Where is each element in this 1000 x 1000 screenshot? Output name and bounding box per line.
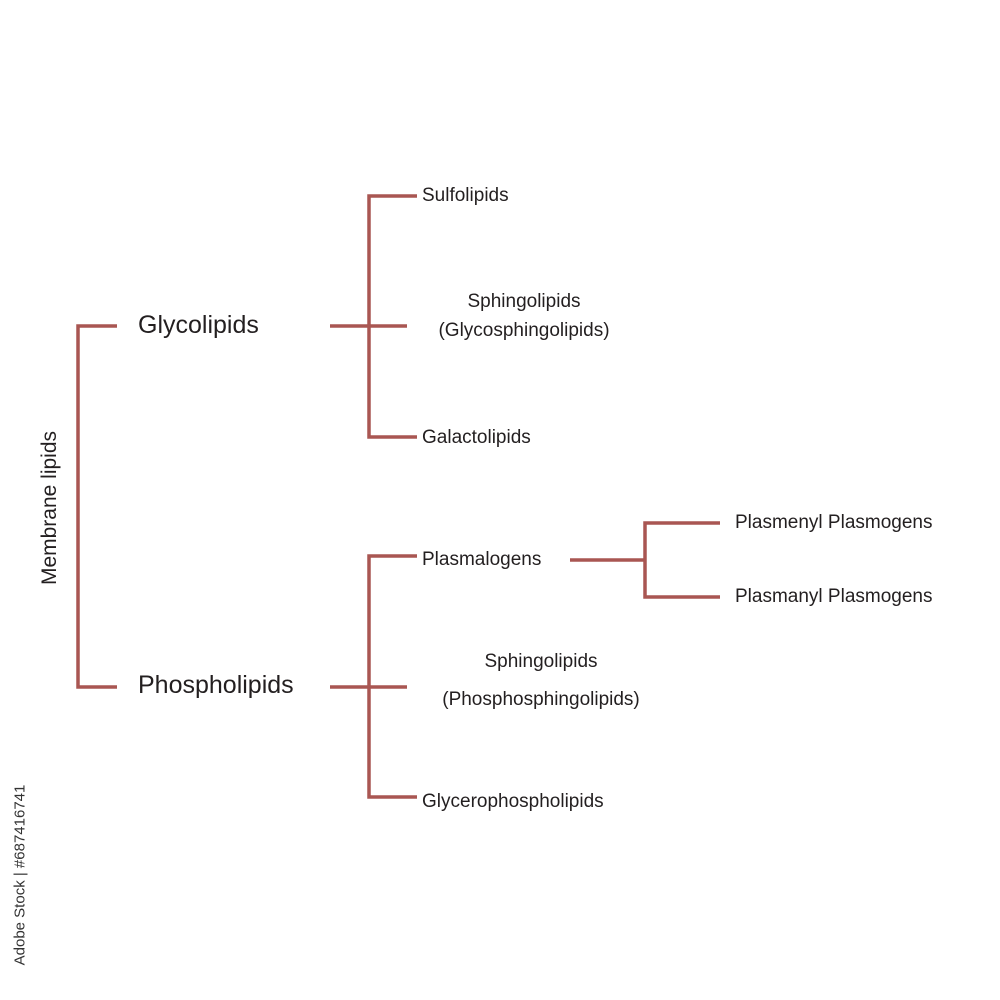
node-glyco-sphingolipids: Sphingolipids <box>467 291 581 312</box>
node-plasmalogens: Plasmalogens <box>422 549 542 570</box>
node-galactolipids: Galactolipids <box>422 427 531 448</box>
node-phospho-sphingolipids-sublabel: (Phosphosphingolipids) <box>442 689 640 710</box>
node-glycerophospholipids: Glycerophospholipids <box>422 791 604 812</box>
node-plasmanyl-plasmogens: Plasmanyl Plasmogens <box>735 586 933 607</box>
node-sulfolipids: Sulfolipids <box>422 185 509 206</box>
stock-watermark-text: Adobe Stock | #687416741 <box>11 784 29 966</box>
root-bracket-line <box>76 324 117 689</box>
root-label-membrane-lipids: Membrane lipids <box>38 430 61 586</box>
node-phospho-sphingolipids: Sphingolipids <box>484 651 598 672</box>
node-glycolipids: Glycolipids <box>138 311 259 339</box>
phospholipids-bracket-line <box>367 554 417 799</box>
node-glyco-sphingolipids-sublabel: (Glycosphingolipids) <box>438 320 610 341</box>
plasmalogens-bracket-line <box>643 521 720 599</box>
node-plasmenyl-plasmogens: Plasmenyl Plasmogens <box>735 512 933 533</box>
glycolipids-bracket-line <box>367 194 417 439</box>
node-phospholipids: Phospholipids <box>138 671 294 699</box>
